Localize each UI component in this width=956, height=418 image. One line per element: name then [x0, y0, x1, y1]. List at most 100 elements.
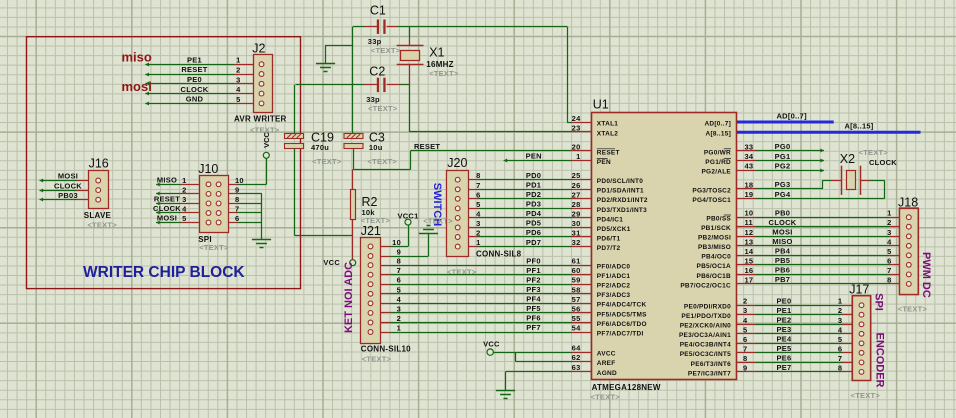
svg-text:6: 6 — [838, 344, 842, 353]
svg-text:25: 25 — [572, 171, 581, 180]
svg-text:MISO: MISO — [157, 176, 177, 185]
svg-text:PF3: PF3 — [526, 285, 541, 294]
svg-text:6: 6 — [235, 214, 239, 223]
svg-text:PE3/OC3A/AIN1: PE3/OC3A/AIN1 — [679, 332, 731, 339]
svg-text:SLAVE: SLAVE — [84, 211, 112, 220]
svg-text:12: 12 — [745, 228, 754, 237]
svg-text:2: 2 — [476, 229, 480, 238]
svg-text:8: 8 — [887, 275, 891, 284]
svg-text:PE0: PE0 — [187, 75, 202, 84]
svg-text:PD3/TXD1/INT3: PD3/TXD1/INT3 — [597, 207, 647, 214]
svg-text:7: 7 — [476, 181, 480, 190]
svg-text:PF2/ADC2: PF2/ADC2 — [597, 283, 631, 290]
svg-text:PD2/RXD1/INT2: PD2/RXD1/INT2 — [597, 197, 648, 204]
svg-text:miso: miso — [122, 50, 152, 65]
svg-text:<TEXT>: <TEXT> — [368, 104, 398, 113]
svg-text:PE2/XCK0/AIN0: PE2/XCK0/AIN0 — [680, 323, 731, 330]
svg-text:RESET: RESET — [181, 65, 207, 74]
svg-text:62: 62 — [572, 353, 581, 362]
svg-text:ATMEGA128NEW: ATMEGA128NEW — [592, 383, 661, 392]
svg-text:33: 33 — [745, 143, 754, 152]
svg-text:VCC: VCC — [483, 340, 500, 349]
svg-text:J18: J18 — [898, 196, 918, 210]
svg-text:56: 56 — [572, 304, 581, 313]
svg-text:8: 8 — [476, 171, 480, 180]
svg-text:PB0/SS: PB0/SS — [706, 216, 731, 223]
svg-text:MISO: MISO — [772, 237, 792, 246]
svg-text:<TEXT>: <TEXT> — [859, 148, 889, 157]
svg-text:32: 32 — [572, 238, 581, 247]
svg-text:PF5/ADC5/TMS: PF5/ADC5/TMS — [597, 311, 647, 318]
svg-text:3: 3 — [236, 75, 240, 84]
svg-text:PF6/ADC6/TDO: PF6/ADC6/TDO — [597, 321, 647, 328]
svg-text:10k: 10k — [362, 208, 376, 217]
svg-text:PB3/MISO: PB3/MISO — [698, 244, 731, 251]
svg-text:C2: C2 — [369, 65, 385, 79]
svg-text:31: 31 — [572, 229, 581, 238]
svg-text:PE4: PE4 — [777, 335, 793, 344]
svg-text:A[8..15]: A[8..15] — [844, 121, 873, 130]
svg-text:3: 3 — [476, 219, 480, 228]
svg-text:C3: C3 — [369, 130, 385, 144]
svg-text:1: 1 — [576, 152, 580, 161]
svg-text:PF0: PF0 — [526, 256, 541, 265]
svg-text:PE0/PDI/RXD0: PE0/PDI/RXD0 — [684, 304, 731, 311]
svg-text:AVR WRITER: AVR WRITER — [234, 115, 287, 124]
svg-text:5: 5 — [397, 285, 401, 294]
svg-text:60: 60 — [572, 266, 581, 275]
svg-text:PF2: PF2 — [526, 275, 541, 284]
svg-text:PB0: PB0 — [775, 208, 790, 217]
svg-text:ENCODER: ENCODER — [873, 332, 885, 387]
svg-text:<TEXT>: <TEXT> — [199, 243, 229, 252]
svg-text:PG0/WR: PG0/WR — [704, 149, 731, 156]
svg-text:PD2: PD2 — [526, 190, 541, 199]
svg-text:13: 13 — [745, 237, 754, 246]
svg-text:<TEXT>: <TEXT> — [361, 216, 391, 225]
svg-text:7: 7 — [235, 205, 239, 214]
svg-text:3: 3 — [887, 228, 891, 237]
svg-text:PB1/SCK: PB1/SCK — [701, 225, 731, 232]
svg-text:GND: GND — [186, 95, 204, 104]
svg-text:PE3: PE3 — [777, 325, 792, 334]
svg-text:PE0: PE0 — [777, 296, 792, 305]
svg-text:PB03: PB03 — [58, 191, 78, 200]
svg-text:AREF: AREF — [597, 360, 616, 367]
svg-text:20: 20 — [572, 143, 581, 152]
svg-text:PG2/ALE: PG2/ALE — [701, 169, 731, 176]
svg-text:57: 57 — [572, 295, 581, 304]
svg-text:J2: J2 — [252, 42, 265, 56]
svg-text:RESET: RESET — [154, 195, 180, 204]
svg-text:PEN: PEN — [526, 152, 542, 161]
svg-text:64: 64 — [572, 344, 581, 353]
svg-text:8: 8 — [743, 354, 747, 363]
svg-text:<TEXT>: <TEXT> — [447, 268, 477, 277]
svg-text:1: 1 — [236, 56, 240, 65]
svg-text:PD4/IC1: PD4/IC1 — [597, 216, 623, 223]
svg-text:PD0: PD0 — [526, 171, 541, 180]
svg-text:MOSI: MOSI — [772, 228, 792, 237]
svg-text:28: 28 — [572, 200, 581, 209]
svg-text:PG0: PG0 — [775, 142, 791, 151]
svg-text:16: 16 — [745, 266, 754, 275]
svg-text:4: 4 — [476, 209, 481, 218]
svg-text:PF6: PF6 — [526, 314, 541, 323]
svg-text:AD[0..7]: AD[0..7] — [777, 111, 808, 120]
svg-text:XTAL1: XTAL1 — [597, 121, 618, 128]
svg-text:4: 4 — [397, 295, 402, 304]
svg-text:8: 8 — [397, 257, 401, 266]
svg-text:<TEXT>: <TEXT> — [87, 221, 117, 230]
svg-text:CONN-SIL8: CONN-SIL8 — [476, 250, 522, 259]
svg-text:7: 7 — [397, 266, 401, 275]
svg-text:PD0/SCL/INT0: PD0/SCL/INT0 — [597, 178, 643, 185]
svg-text:8: 8 — [838, 363, 842, 372]
svg-text:10: 10 — [745, 209, 754, 218]
svg-text:J10: J10 — [198, 162, 218, 176]
svg-text:59: 59 — [572, 276, 581, 285]
svg-text:PE4/OC3B/INT4: PE4/OC3B/INT4 — [680, 342, 731, 349]
svg-text:6: 6 — [476, 190, 480, 199]
svg-text:9: 9 — [397, 248, 401, 257]
svg-text:PD5: PD5 — [526, 219, 541, 228]
svg-text:VCC: VCC — [323, 258, 340, 267]
svg-text:6: 6 — [397, 276, 401, 285]
svg-text:PE7: PE7 — [777, 363, 792, 372]
